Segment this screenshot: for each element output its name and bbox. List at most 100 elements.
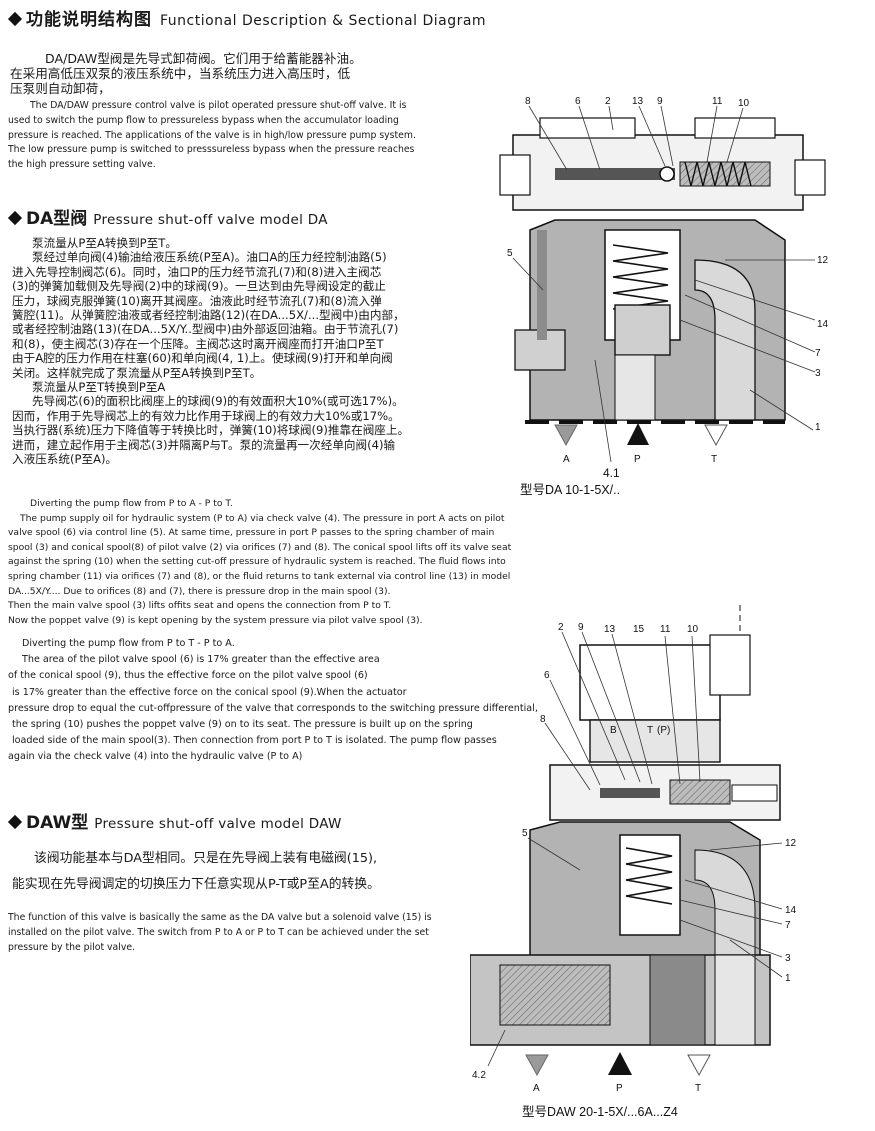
check-valve (499, 964, 611, 1026)
label-1: 1 (785, 973, 791, 984)
main-spool (614, 304, 671, 356)
label-13: 13 (632, 96, 644, 107)
label-3: 3 (785, 953, 791, 964)
da-heading-cn: DA型阀 (26, 209, 88, 229)
da-en-line: DA...5X/Y.... Due to orifices (8) and (7… (8, 585, 391, 597)
port-passage (714, 954, 756, 1046)
da-en-line: The pump supply oil for hydraulic system… (20, 512, 505, 524)
label-7: 7 (785, 920, 791, 931)
passage-p (614, 354, 656, 421)
label-10: 10 (687, 624, 699, 635)
pilot-cap (694, 117, 776, 139)
label-15: 15 (633, 624, 645, 635)
label-6: 6 (575, 96, 581, 107)
main-spring (612, 244, 669, 310)
port-label-p: P (634, 454, 641, 465)
daw-heading-cn: DAW型 (26, 813, 89, 833)
passage-t (694, 849, 756, 961)
port-label-a: A (563, 454, 570, 465)
da-heading-en: Pressure shut-off valve model DA (93, 212, 328, 228)
label-4-2: 4.2 (472, 1070, 486, 1081)
label-3: 3 (815, 368, 821, 379)
solenoid (579, 644, 721, 721)
intro-cn-line: DA/DAW型阀是先导式卸荷阀。它们用于给蓄能器补油。 (45, 51, 362, 66)
intro-en: The DA/DAW pressure control valve is pil… (8, 99, 416, 173)
da-en-line: Then the main valve spool (3) lifts offi… (8, 600, 392, 612)
da-en2-line: Diverting the pump flow from P to T - P … (22, 638, 235, 649)
main-spool-chamber (619, 834, 681, 936)
intro-en-line: The low pressure pump is switched to pre… (8, 144, 415, 156)
daw-cn-text: 该阀功能基本与DA型相同。只是在先导阀上装有电磁阀(15), 能实现在先导阀调定… (12, 851, 380, 893)
da-cn-line: 簧腔(11)。从弹簧腔油液或者经控制油路(12)(在DA...5X/...型阀中… (12, 308, 405, 323)
da-cn-line: 和(8)，使主阀芯(3)存在一个压降。主阀芯这时离开阀座而打开油口P至T (12, 336, 384, 351)
label-2: 2 (558, 622, 564, 633)
da-heading: DA型阀 Pressure shut-off valve model DA (7, 204, 328, 229)
daw-cn-line: 能实现在先导阀调定的切换压力下任意实现从P-T或P至A的转换。 (12, 877, 380, 892)
port-a-symbol (554, 424, 578, 447)
left-plug (499, 154, 531, 196)
label-12: 12 (785, 838, 797, 849)
da-en2-line: The area of the pilot valve spool (6) is… (22, 654, 380, 666)
daw-sectional-diagram: 2 9 13 15 11 10 6 8 B T (P) 5 12 14 7 3 … (470, 605, 797, 1119)
da-cn-line: 关闭。这样就完成了泵流量从P至A转换到P至T。 (12, 365, 262, 380)
pilot-spool (600, 788, 660, 798)
daw-cn-line: 该阀功能基本与DA型相同。只是在先导阀上装有电磁阀(15), (34, 851, 378, 866)
label-8: 8 (525, 96, 531, 107)
adjust-knob (794, 159, 826, 196)
da-cn-line: 当执行器(系统)压力下降值等于转换比时，弹簧(10)将球阀(9)推靠在阀座上。 (12, 423, 410, 438)
pilot-spool (555, 168, 675, 180)
da-cn-line: 或者经控制油路(13)(在DA...5X/Y..型阀中)由外部返回油箱。由于节流… (12, 322, 399, 337)
intro-cn-line: 在采用高低压双泵的液压系统中，当系统压力进入高压时，低 (10, 66, 351, 81)
intro-cn: DA/DAW型阀是先导式卸荷阀。它们用于给蓄能器补油。 在采用高低压双泵的液压系… (10, 51, 362, 96)
daw-en-line: The function of this valve is basically … (8, 912, 432, 923)
label-p-paren: (P) (657, 725, 670, 736)
daw-en-text: The function of this valve is basically … (8, 911, 432, 955)
label-11: 11 (660, 624, 671, 635)
port-label-t: T (695, 1083, 701, 1094)
label-2: 2 (605, 96, 611, 107)
label-9: 9 (578, 622, 584, 633)
label-7: 7 (815, 348, 821, 359)
passage-t (694, 259, 756, 421)
da-cn-line: 压力，球阀克服弹簧(10)离开其阀座。油液此时经节流孔(7)和(8)流入弹 (12, 293, 382, 308)
port-a-symbol (525, 1054, 549, 1077)
label-8: 8 (540, 714, 546, 725)
da-en-line: spring chamber (11) via orifices (7) and… (8, 570, 511, 582)
da-en-line: against the spring (10) when the setting… (8, 556, 506, 568)
solenoid-connector (709, 634, 751, 696)
da-cn-line: 入液压系统(P至A)。 (12, 452, 118, 467)
intro-en-line: pressure is reached. The applications of… (8, 129, 416, 141)
pilot-block (549, 764, 781, 821)
da-cn-line: 泵流量从P至T转换到P至A (32, 380, 166, 395)
label-5: 5 (522, 828, 528, 839)
da-cn-line: (3)的弹簧加载侧及先导阀(2)中的球阀(9)。一旦达到由先导阀设定的截止 (12, 279, 386, 294)
label-9: 9 (657, 96, 663, 107)
control-line (537, 230, 547, 340)
da-cn-line: 泵流量从P至A转换到P至T。 (32, 236, 177, 250)
da-cn-line: 因而，作用于先导阀芯上的有效力比作用于球阀上的有效力大10%或17%。 (12, 408, 400, 423)
label-4-1: 4.1 (603, 466, 620, 480)
da-en-text: Diverting the pump flow from P to A - P … (8, 497, 511, 628)
diamond-bullet-icon (7, 210, 23, 226)
da-en-line: Now the poppet valve (9) is kept opening… (8, 614, 423, 626)
da-en2-line: the spring (10) pushes the poppet valve … (12, 719, 473, 731)
intro-en-line: the high pressure setting valve. (8, 159, 156, 171)
da-en2-text: Diverting the pump flow from P to T - P … (8, 636, 538, 766)
port-label-a: A (533, 1083, 540, 1094)
pilot-spring (669, 779, 731, 805)
da-cn-line: 进入先导控制阀芯(6)。同时，油口P的压力经节流孔(7)和(8)进入主阀芯 (12, 264, 382, 279)
intro-cn-line: 压泵则自动卸荷， (10, 81, 111, 96)
port-p-symbol (627, 423, 649, 445)
port-t-symbol (687, 1054, 711, 1077)
title-en: Functional Description & Sectional Diagr… (160, 13, 487, 29)
adjust-screw (731, 784, 778, 802)
port-label-p: P (616, 1083, 623, 1094)
da-en-line: valve spool (6) via control line (5). At… (8, 527, 495, 539)
label-14: 14 (785, 905, 797, 916)
label-11: 11 (712, 96, 723, 107)
label-t: T (647, 725, 653, 736)
pilot-cap (539, 117, 636, 139)
port-p-symbol (608, 1052, 632, 1075)
